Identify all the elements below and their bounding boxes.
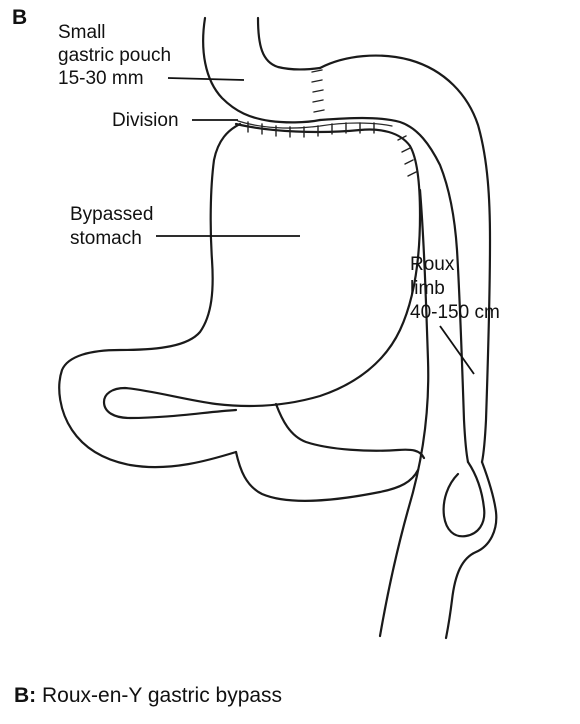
roux-limb-right [444, 460, 498, 640]
division-line-pouch [237, 120, 393, 129]
bypassed-label-line2: stomach [70, 228, 142, 249]
label-roux-limb: Roux limb 40-150 cm [410, 254, 500, 375]
caption-text: Roux-en-Y gastric bypass [36, 684, 283, 707]
duodenum-upper [234, 450, 420, 502]
bypassed-stomach-greater [102, 122, 422, 420]
pouch-jejunum-top [318, 54, 492, 464]
figure-caption: B: Roux-en-Y gastric bypass [14, 684, 282, 708]
roux-label-line3: 40-150 cm [410, 302, 500, 323]
pouch-leader-line [167, 77, 245, 81]
roux-label-line2: limb [410, 278, 445, 299]
caption-prefix: B: [14, 684, 37, 707]
esophagus-right-wall [256, 16, 322, 71]
pouch-label-line2: gastric pouch [58, 45, 171, 66]
label-division: Division [112, 110, 238, 131]
pouch-label-line1: Small [58, 22, 106, 43]
bypassed-label-line1: Bypassed [70, 204, 153, 225]
anatomy-drawing [58, 16, 498, 640]
label-small-gastric-pouch: Small gastric pouch 15-30 mm [58, 22, 245, 89]
label-bypassed-stomach: Bypassed stomach [70, 204, 300, 249]
roux-limb-left [378, 188, 430, 638]
pouch-jejunum-inner [318, 116, 470, 464]
bypassed-stomach-outline [58, 122, 242, 469]
roux-label-line1: Roux [410, 254, 455, 275]
panel-letter: B [12, 6, 27, 29]
staple-line [247, 69, 417, 177]
esophagus-pouch-outline [202, 16, 322, 124]
roux-leader-line [439, 325, 475, 375]
pouch-label-line3: 15-30 mm [58, 68, 144, 89]
duodenum-lower [274, 402, 426, 460]
division-label: Division [112, 110, 179, 131]
jejunojejunal-loop [442, 460, 486, 538]
